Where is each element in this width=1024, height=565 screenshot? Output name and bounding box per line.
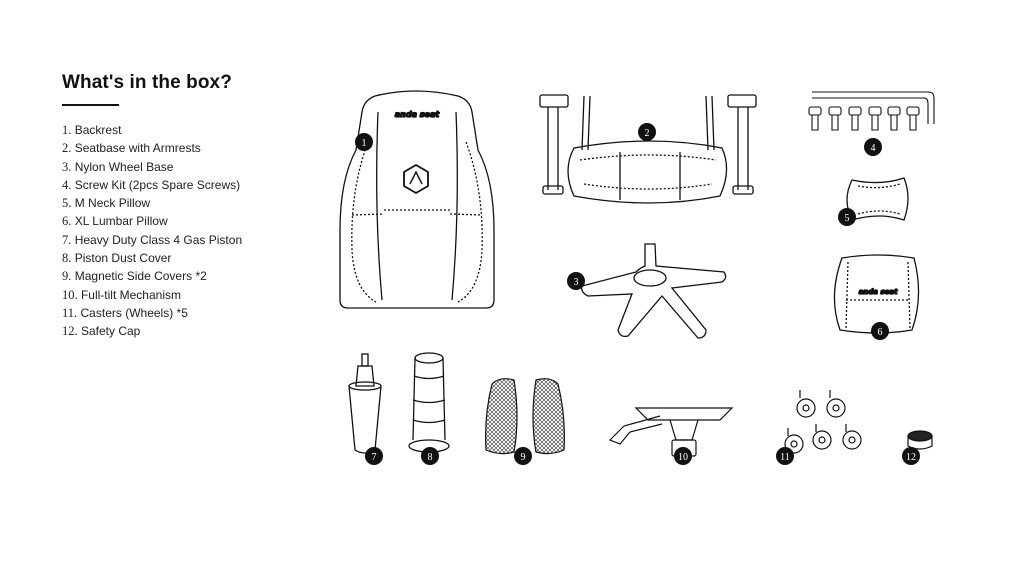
- list-item-number: 4.: [62, 177, 72, 192]
- tilt-mechanism-illustration: [608, 407, 734, 457]
- dust-cover-illustration: [408, 352, 450, 453]
- svg-text:1: 1: [362, 138, 367, 149]
- badge-12: 12: [902, 447, 920, 465]
- list-item-number: 7.: [62, 232, 72, 247]
- badge-6: 6: [871, 322, 889, 340]
- page-title: What's in the box?: [62, 72, 232, 93]
- seatbase-illustration: [539, 94, 757, 204]
- neck-pillow-illustration: [846, 177, 909, 221]
- list-item: 1. Backrest: [62, 121, 242, 139]
- list-item: 3. Nylon Wheel Base: [62, 158, 242, 176]
- list-item-label: Piston Dust Cover: [74, 251, 172, 266]
- list-item-label: Screw Kit (2pcs Spare Screws): [74, 177, 241, 192]
- parts-list: 1. Backrest 2. Seatbase with Armrests 3.…: [62, 121, 242, 341]
- list-item: 5. M Neck Pillow: [62, 194, 242, 212]
- gas-piston-illustration: [348, 353, 382, 454]
- list-item-label: Backrest: [74, 123, 122, 137]
- list-item: 2. Seatbase with Armrests: [62, 139, 242, 157]
- list-item: 10. Full-tilt Mechanism: [62, 286, 242, 304]
- badge-9: 9: [514, 447, 532, 465]
- list-item: 6. XL Lumbar Pillow: [62, 212, 242, 230]
- svg-text:8: 8: [428, 452, 433, 463]
- svg-text:12: 12: [906, 452, 916, 463]
- list-item: 9. Magnetic Side Covers *2: [62, 267, 242, 285]
- list-item-number: 6.: [62, 214, 72, 229]
- badge-8: 8: [421, 447, 439, 465]
- svg-text:5: 5: [845, 213, 850, 224]
- svg-text:3: 3: [574, 277, 579, 288]
- list-item-label: M Neck Pillow: [74, 196, 151, 211]
- lumbar-pillow-illustration: anda seat: [833, 254, 920, 334]
- list-item-number: 11.: [62, 305, 78, 320]
- list-item-label: Safety Cap: [80, 324, 141, 339]
- badge-10: 10: [674, 447, 692, 465]
- list-item-number: 9.: [62, 269, 72, 284]
- list-item-number: 12.: [62, 324, 78, 339]
- list-item: 7. Heavy Duty Class 4 Gas Piston: [62, 231, 242, 249]
- lumbar-pillow-logo: anda seat: [859, 288, 899, 296]
- list-item-label: Seatbase with Armrests: [74, 141, 201, 156]
- badge-1: 1: [355, 133, 373, 151]
- list-item-label: Heavy Duty Class 4 Gas Piston: [74, 232, 243, 247]
- list-item-label: Magnetic Side Covers *2: [74, 269, 207, 284]
- side-covers-illustration: [485, 378, 565, 455]
- svg-text:11: 11: [780, 452, 790, 463]
- list-item: 8. Piston Dust Cover: [62, 249, 242, 267]
- list-item-number: 3.: [62, 159, 72, 174]
- backrest-illustration: anda seat: [339, 90, 495, 309]
- list-item-label: Casters (Wheels) *5: [80, 305, 188, 320]
- badge-11: 11: [776, 447, 794, 465]
- backrest-logo: anda seat: [395, 110, 441, 119]
- list-item-label: XL Lumbar Pillow: [74, 214, 168, 229]
- list-item-label: Full-tilt Mechanism: [80, 287, 181, 302]
- badge-5: 5: [838, 208, 856, 226]
- list-item-number: 1.: [62, 123, 72, 137]
- badge-4: 4: [864, 138, 882, 156]
- svg-text:4: 4: [871, 143, 876, 154]
- list-item: 12. Safety Cap: [62, 322, 242, 340]
- svg-text:9: 9: [521, 452, 526, 463]
- casters-illustration: [784, 390, 862, 454]
- list-item-number: 8.: [62, 251, 72, 266]
- badge-2: 2: [638, 123, 656, 141]
- badge-7: 7: [365, 447, 383, 465]
- list-item-number: 10.: [62, 287, 78, 302]
- list-item-label: Nylon Wheel Base: [74, 159, 174, 174]
- title-underline: [62, 104, 119, 106]
- svg-text:6: 6: [878, 327, 883, 338]
- list-item: 4. Screw Kit (2pcs Spare Screws): [62, 176, 242, 194]
- list-item-number: 2.: [62, 141, 72, 156]
- svg-text:10: 10: [678, 452, 688, 463]
- safety-cap-illustration: [907, 430, 933, 450]
- list-item-number: 5.: [62, 196, 72, 211]
- wheel-base-illustration: [580, 243, 727, 339]
- list-item: 11. Casters (Wheels) *5: [62, 304, 242, 322]
- screw-kit-illustration: [808, 91, 935, 131]
- svg-text:2: 2: [645, 128, 650, 139]
- svg-text:7: 7: [372, 452, 377, 463]
- badge-3: 3: [567, 272, 585, 290]
